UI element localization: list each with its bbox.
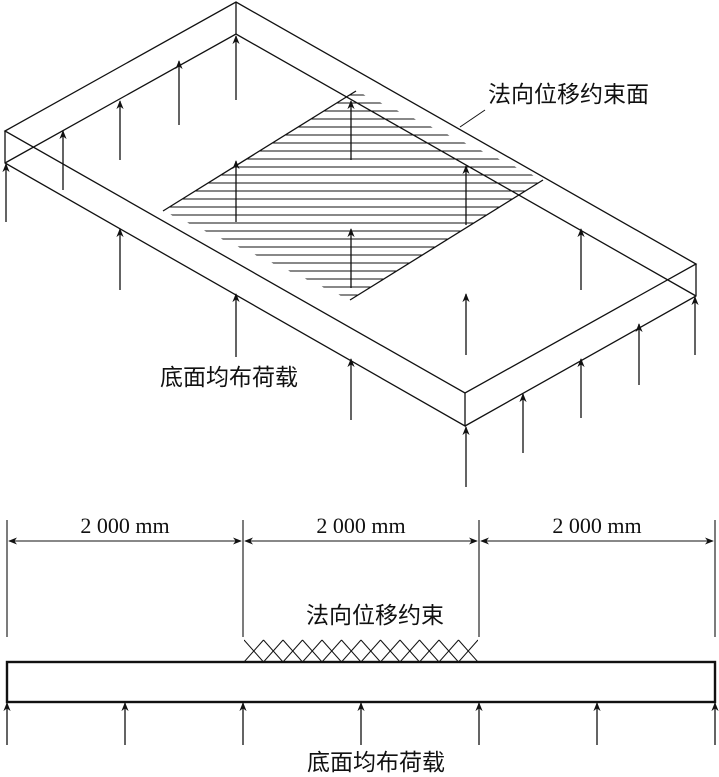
cross-hatch-stroke [341, 639, 362, 662]
constraint-face-label: 法向位移约束面 [488, 82, 649, 108]
cross-hatch-stroke [399, 639, 420, 662]
dimension-label-1: 2 000 mm [80, 513, 169, 538]
dimension-label-3: 2 000 mm [552, 513, 641, 538]
cross-hatch-stroke [458, 639, 478, 662]
cross-hatch-stroke [302, 639, 323, 662]
slab-section [5, 660, 717, 704]
iso-bottom-load-label: 底面均布荷载 [160, 365, 298, 391]
section-bottom-load-label: 底面均布荷载 [307, 750, 445, 776]
constraint-label: 法向位移约束 [306, 603, 444, 629]
cross-hatch-stroke [321, 639, 342, 662]
section-load-arrows [3, 702, 719, 745]
cross-hatch-stroke [380, 639, 401, 662]
cross-hatch-stroke [438, 639, 459, 662]
dimension-label-2: 2 000 mm [316, 513, 405, 538]
cross-hatch-stroke [244, 639, 264, 662]
cross-hatch-stroke [419, 639, 440, 662]
constraint-face-leader [459, 109, 486, 128]
cross-hatch-stroke [282, 639, 303, 662]
section-view: 2 000 mm 2 000 mm 2 000 mm 法向位移约束 底面均布荷载 [3, 513, 719, 776]
cross-hatch-stroke [360, 639, 381, 662]
top-face-divider-2 [349, 179, 544, 301]
constraint-face-hatch [163, 94, 543, 296]
constraint-cross-hatch [244, 639, 478, 662]
slab-top-face [3, 1, 698, 394]
iso-load-arrows [2, 35, 699, 487]
cross-hatch-stroke [263, 639, 284, 662]
